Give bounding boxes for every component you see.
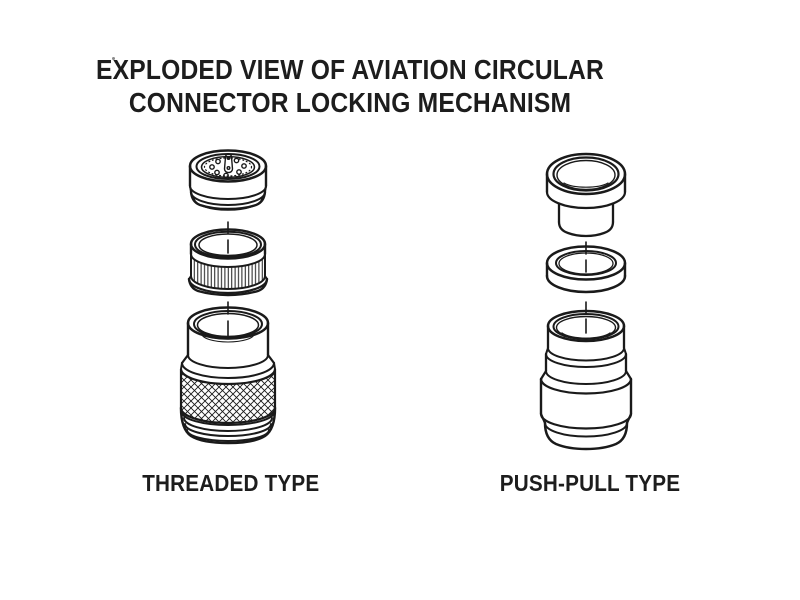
threaded-type-diagram (179, 149, 277, 445)
plug-insert-drawing (188, 149, 268, 211)
diagram-title: EXPLODED VIEW OF AVIATION CIRCULAR CONNE… (42, 53, 658, 119)
push-pull-type-label: PUSH-PULL TYPE (499, 470, 681, 496)
title-line-1: EXPLODED VIEW OF AVIATION CIRCULAR (96, 54, 604, 85)
contact-pins (209, 157, 247, 179)
stray-mark (112, 57, 115, 60)
threaded-type-label: THREADED TYPE (142, 470, 320, 496)
socket-cap-drawing (545, 152, 627, 238)
push-pull-type-diagram (539, 152, 633, 451)
polarizing-keyway (223, 153, 234, 174)
knurled-coupling-ring-drawing (187, 228, 269, 297)
threaded-body-drawing (179, 306, 277, 445)
title-line-2: CONNECTOR LOCKING MECHANISM (128, 87, 572, 118)
push-pull-body-drawing (539, 309, 633, 451)
retaining-ring-drawing (545, 245, 627, 294)
